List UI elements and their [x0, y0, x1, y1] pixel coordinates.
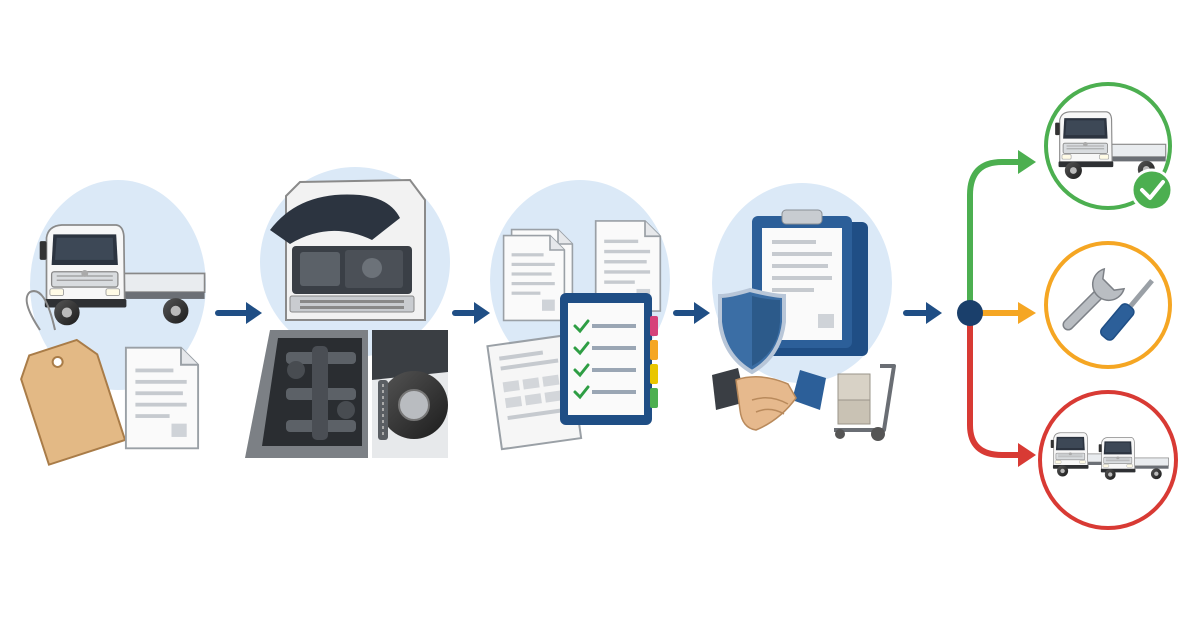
document-icon [124, 346, 200, 450]
outcome-replace [1038, 390, 1178, 530]
shield-icon [718, 287, 786, 375]
flow-arrow [673, 302, 710, 324]
decision-branches [957, 150, 1036, 467]
hand-truck-icon [834, 364, 896, 441]
handshake-icon [712, 368, 826, 431]
step-inspection [245, 167, 450, 458]
screwdriver-icon [1100, 278, 1154, 341]
flow-arrow [215, 302, 262, 324]
checklist-tablet-icon [560, 293, 658, 425]
decision-node [957, 300, 983, 326]
step-agreement [712, 183, 896, 441]
undercarriage-pit-icon [245, 330, 368, 458]
branch-replace [967, 313, 1022, 458]
wrench-icon [1062, 267, 1126, 331]
price-tag-icon [20, 290, 127, 466]
open-hood-truck-icon [270, 178, 426, 321]
step-paperwork [486, 180, 670, 451]
wheel-suspension-icon [372, 330, 448, 458]
step-listing [20, 180, 206, 466]
outcome-approved [1044, 82, 1174, 212]
checkmark-icon [1130, 168, 1174, 212]
flow-arrow [903, 302, 942, 324]
branch-approved [967, 159, 1022, 313]
flow-arrow [452, 302, 490, 324]
outcome-repair [1044, 241, 1172, 369]
